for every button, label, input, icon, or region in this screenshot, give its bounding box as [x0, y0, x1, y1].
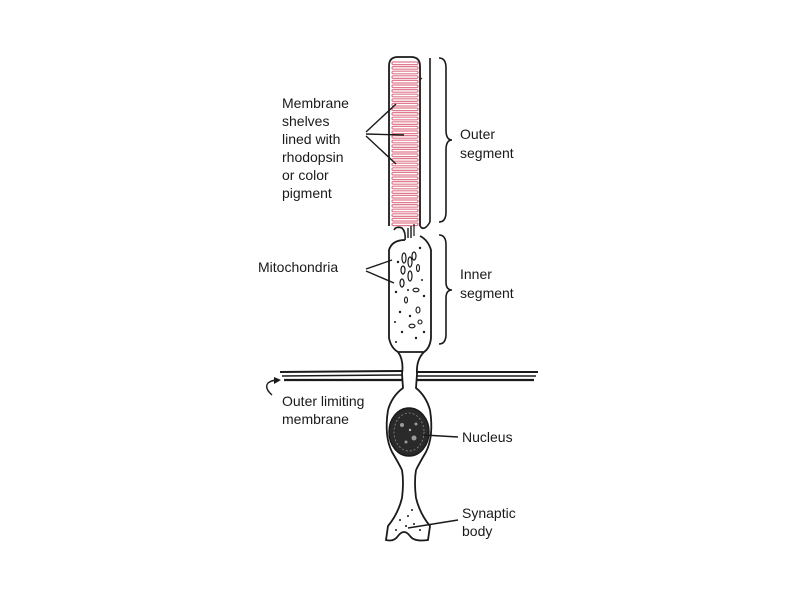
mito-leader-1: [365, 259, 393, 270]
membrane-shelf: [391, 171, 419, 176]
membrane-shelf: [391, 61, 419, 66]
membrane-shelf: [391, 208, 419, 213]
membrane-shelves: [391, 61, 419, 227]
label-inner-segment: Inner segment: [460, 266, 514, 301]
membrane-shelf: [391, 181, 419, 185]
nucleus: [388, 407, 430, 457]
membrane-shelf: [391, 199, 419, 204]
mito-leader-2: [365, 270, 395, 284]
membrane-shelf: [391, 130, 419, 135]
inner-segment-outline: [388, 235, 432, 353]
membrane-shelf: [391, 194, 419, 199]
label-synaptic-body: Synaptic body: [462, 505, 520, 539]
membrane-shelf: [391, 116, 419, 121]
shelves-leader-1: [365, 103, 397, 133]
membrane-shelf: [391, 84, 419, 89]
outer-segment-outline: [388, 56, 421, 226]
membrane-shelf: [391, 190, 419, 195]
membrane-shelf: [391, 153, 419, 158]
outer-segment-brace: [438, 57, 453, 223]
membrane-shelf: [391, 125, 419, 130]
membrane-shelf: [391, 217, 419, 222]
outer-segment-right-wall-inner: [419, 77, 423, 81]
mitochondria-organelles: [394, 246, 426, 343]
membrane-shelf: [391, 222, 419, 227]
shelves-leader-3: [365, 135, 397, 165]
membrane-shelf: [391, 107, 419, 112]
membrane-shelf: [391, 204, 419, 208]
membrane-shelf: [391, 121, 419, 126]
inner-segment: [388, 235, 432, 353]
membrane-shelf: [391, 88, 419, 93]
nucleus-leader: [423, 434, 459, 438]
axon: [401, 469, 417, 499]
outer-segment: [388, 56, 431, 227]
label-nucleus: Nucleus: [462, 429, 513, 445]
membrane-shelf: [391, 65, 419, 70]
labels: Membrane shelves lined with rhodopsin or…: [258, 95, 520, 539]
label-mitochondria: Mitochondria: [258, 259, 338, 275]
membrane-shelf: [391, 139, 419, 144]
membrane-shelf: [391, 167, 419, 172]
membrane-shelf: [391, 93, 419, 98]
outer-limiting-membrane: [279, 370, 538, 382]
leader-lines: [265, 103, 459, 529]
membrane-shelf: [391, 185, 419, 190]
membrane-shelf: [391, 158, 419, 162]
membrane-shelf: [391, 144, 419, 149]
nucleus-region: [385, 407, 433, 471]
synaptic-leader: [407, 519, 459, 529]
membrane-shelf: [391, 111, 419, 116]
membrane-shelf: [391, 79, 419, 84]
connecting-cilium: [393, 221, 431, 241]
membrane-shelf: [391, 70, 419, 75]
membrane-shelf: [391, 98, 419, 103]
label-membrane-shelves: Membrane shelves lined with rhodopsin or…: [282, 95, 353, 201]
membrane-shelf: [391, 148, 419, 153]
membrane-shelf: [391, 135, 419, 139]
membrane-shelf: [391, 176, 419, 181]
membrane-shelf: [391, 162, 419, 167]
olm-arrowhead: [274, 377, 281, 384]
shelves-leader-2: [365, 133, 405, 136]
membrane-shelf: [391, 102, 419, 107]
label-outer-segment: Outer segment: [460, 126, 514, 161]
inner-segment-brace: [438, 234, 453, 345]
label-outer-limiting-membrane: Outer limiting membrane: [282, 393, 368, 427]
membrane-shelf: [391, 213, 419, 218]
membrane-shelf: [391, 75, 419, 80]
cell-stalk: [387, 351, 431, 411]
synaptic-body: [384, 497, 431, 542]
